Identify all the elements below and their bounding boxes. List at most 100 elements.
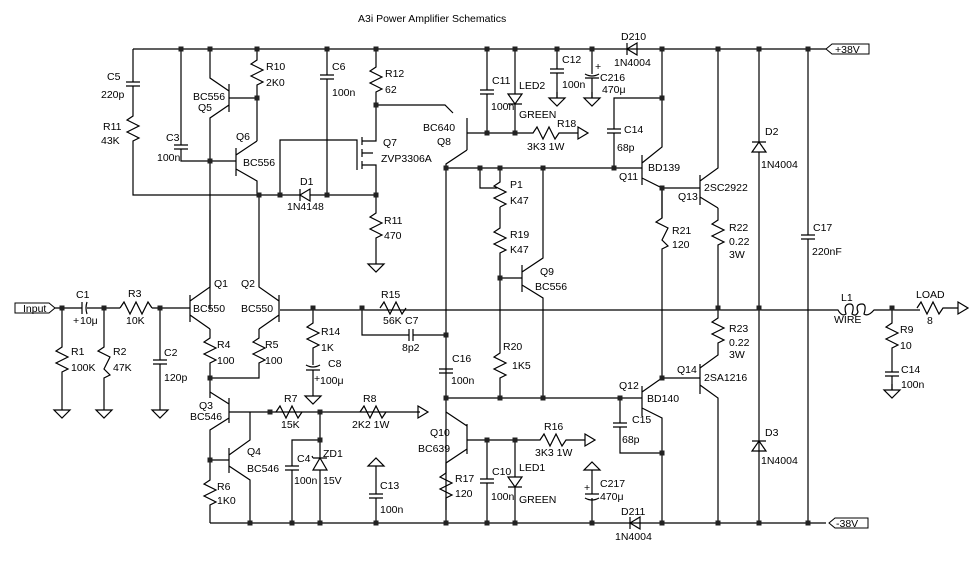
resistor-r8: R8 2K2 1W bbox=[352, 393, 430, 431]
svg-text:GREEN: GREEN bbox=[519, 494, 556, 506]
junction-dot bbox=[589, 520, 595, 526]
resistor-r10: R10 2K0 bbox=[249, 49, 285, 141]
led-led1: LED1 GREEN bbox=[506, 440, 556, 523]
resistor-r19: R19 K47 bbox=[492, 207, 529, 275]
potentiometer-p1: P1 K47 bbox=[479, 168, 529, 208]
svg-text:R17: R17 bbox=[455, 473, 474, 485]
diode-d3: D3 1N4004 bbox=[750, 427, 798, 467]
diode-d211: D211 1N4004 bbox=[615, 506, 652, 543]
svg-text:1N4004: 1N4004 bbox=[614, 57, 651, 69]
svg-text:220nF: 220nF bbox=[812, 246, 842, 258]
svg-text:LED2: LED2 bbox=[519, 80, 545, 92]
junction-dot bbox=[805, 520, 811, 526]
svg-text:R23: R23 bbox=[729, 323, 748, 335]
svg-text:R3: R3 bbox=[128, 288, 142, 300]
svg-text:100n: 100n bbox=[901, 379, 925, 391]
capacitor-c15: C15 68p bbox=[613, 398, 662, 454]
svg-text:L1: L1 bbox=[841, 292, 853, 304]
resistor-r18: R18 3K3 1W bbox=[515, 118, 590, 153]
capacitor-c16: C16 100n bbox=[439, 353, 475, 387]
svg-text:R21: R21 bbox=[672, 225, 691, 237]
junction-dot bbox=[715, 305, 721, 311]
transistor-q9: Q9 BC556 bbox=[500, 168, 567, 398]
resistor-r17: R17 120 bbox=[438, 472, 474, 523]
port-plus-38v: +38V bbox=[825, 43, 870, 56]
svg-text:100n: 100n bbox=[491, 491, 515, 503]
resistor-r5: R5 100 bbox=[210, 329, 283, 379]
svg-text:C2: C2 bbox=[164, 347, 178, 359]
resistor-r11-43k: R11 43K bbox=[101, 121, 122, 147]
svg-text:56K: 56K bbox=[383, 315, 402, 327]
junction-dot bbox=[256, 192, 262, 198]
capacitor-c13: C13 100n bbox=[367, 457, 404, 523]
junction-dot bbox=[254, 95, 260, 101]
junction-dot bbox=[659, 95, 665, 101]
svg-text:1K0: 1K0 bbox=[217, 495, 236, 507]
junction-dot bbox=[277, 192, 283, 198]
resistor-r2: R2 47K bbox=[95, 308, 132, 419]
junction-dot bbox=[659, 450, 665, 456]
port-input[interactable]: Input bbox=[14, 302, 56, 315]
svg-text:2SC2922: 2SC2922 bbox=[704, 182, 748, 194]
svg-text:8p2: 8p2 bbox=[402, 342, 420, 354]
svg-text:BC546: BC546 bbox=[190, 411, 222, 423]
svg-text:R9: R9 bbox=[900, 324, 914, 336]
svg-text:C7: C7 bbox=[405, 315, 419, 327]
svg-text:R1: R1 bbox=[71, 346, 85, 358]
junction-dot bbox=[373, 102, 379, 108]
transistor-q2: Q2 BC550 bbox=[241, 195, 280, 330]
svg-text:62: 62 bbox=[385, 84, 397, 96]
junction-dot bbox=[540, 395, 546, 401]
svg-text:+: + bbox=[595, 61, 601, 73]
junction-dot bbox=[247, 520, 253, 526]
svg-text:R6: R6 bbox=[217, 481, 231, 493]
svg-text:43K: 43K bbox=[101, 135, 120, 147]
svg-text:+38V: +38V bbox=[835, 44, 860, 56]
svg-text:3K3 1W: 3K3 1W bbox=[535, 447, 572, 459]
resistor-r21: R21 120 bbox=[654, 188, 691, 378]
svg-text:C12: C12 bbox=[562, 54, 581, 66]
svg-text:Q13: Q13 bbox=[678, 191, 698, 203]
svg-text:R11: R11 bbox=[384, 215, 403, 227]
svg-text:R18: R18 bbox=[557, 118, 576, 130]
svg-text:BC556: BC556 bbox=[535, 281, 567, 293]
junction-dot bbox=[589, 46, 595, 52]
svg-text:D210: D210 bbox=[621, 31, 646, 43]
resistor-r1: R1 100K bbox=[53, 308, 96, 419]
capacitor-c14-68p: C14 68p bbox=[607, 49, 663, 168]
junction-dot bbox=[484, 46, 490, 52]
svg-text:BD139: BD139 bbox=[648, 162, 680, 174]
svg-text:D2: D2 bbox=[765, 126, 779, 138]
svg-text:100n: 100n bbox=[332, 87, 356, 99]
resistor-r20: R20 1K5 bbox=[492, 275, 531, 398]
svg-text:-38V: -38V bbox=[836, 518, 858, 530]
junction-dot bbox=[59, 305, 65, 311]
junction-dot bbox=[477, 165, 483, 171]
svg-text:+: + bbox=[314, 373, 320, 385]
capacitor-c2: C2 120p bbox=[151, 308, 188, 419]
port-minus-38v: -38V bbox=[828, 517, 869, 530]
resistor-load: LOAD 8 bbox=[916, 289, 970, 327]
svg-text:C5: C5 bbox=[107, 71, 121, 83]
svg-text:1N4004: 1N4004 bbox=[761, 455, 798, 467]
svg-text:Q5: Q5 bbox=[198, 102, 212, 114]
svg-text:68p: 68p bbox=[617, 142, 635, 154]
transistor-q4: Q4 BC546 bbox=[210, 412, 279, 523]
diode-d210: D210 1N4004 bbox=[614, 31, 651, 69]
transistor-q11: BD139 Q11 bbox=[619, 98, 680, 218]
junction-dot bbox=[310, 305, 316, 311]
svg-text:BC640: BC640 bbox=[423, 122, 455, 134]
svg-text:1N4148: 1N4148 bbox=[287, 201, 324, 213]
capacitor-c7: C7 8p2 bbox=[361, 308, 446, 354]
svg-text:R2: R2 bbox=[113, 346, 127, 358]
svg-text:C17: C17 bbox=[813, 222, 832, 234]
svg-text:Q6: Q6 bbox=[236, 131, 250, 143]
svg-text:100K: 100K bbox=[71, 362, 96, 374]
svg-text:R20: R20 bbox=[503, 341, 522, 353]
svg-text:BC546: BC546 bbox=[247, 463, 279, 475]
junction-dot bbox=[512, 437, 518, 443]
svg-text:D211: D211 bbox=[621, 506, 645, 518]
resistor-r14: R14 1K bbox=[305, 308, 340, 365]
junction-dot bbox=[497, 395, 503, 401]
